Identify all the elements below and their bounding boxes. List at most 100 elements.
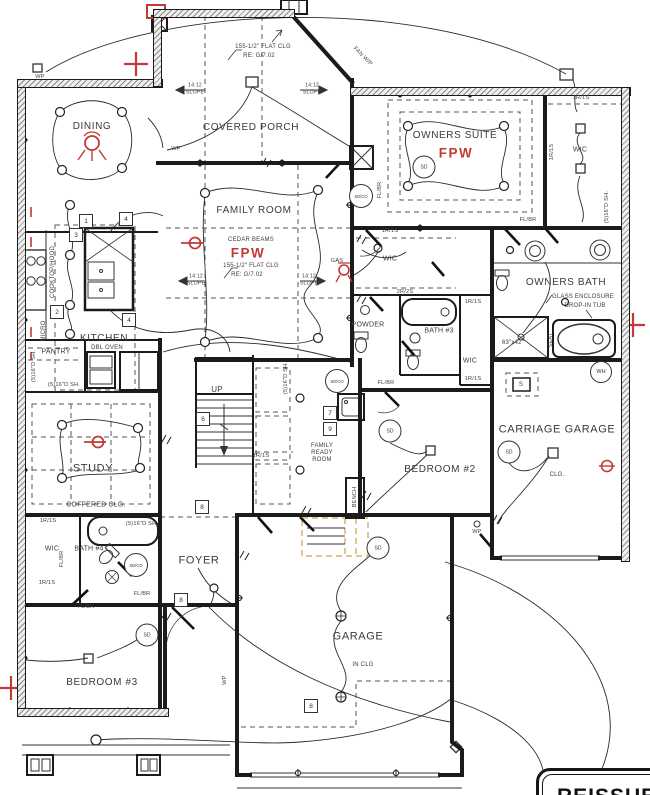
room-label-family-ready-3: ROOM bbox=[312, 457, 332, 463]
interior-walls bbox=[22, 0, 616, 776]
note-wp-1: WP bbox=[35, 74, 45, 81]
room-label-dining: DINING bbox=[72, 121, 112, 132]
note-fpw-owners: FPW bbox=[438, 145, 474, 161]
note-flbr-6: FL/BR bbox=[133, 591, 151, 598]
note-clg: CLG. bbox=[549, 472, 565, 478]
room-label-wic-bath3: WIC bbox=[462, 357, 478, 365]
note-rod-shelf-a: 1R/1S bbox=[572, 95, 590, 102]
note-slope-word-2: SLOPE bbox=[302, 89, 322, 96]
note-coffered-clg: COFFERED CLG. bbox=[66, 501, 126, 509]
room-label-wic-bath4: WIC bbox=[44, 545, 60, 553]
keynote-7: 7 bbox=[323, 406, 337, 420]
door-leaves bbox=[71, 162, 559, 630]
room-label-bedroom-3: BEDROOM #3 bbox=[66, 677, 138, 688]
note-flat-clg-family: 155-1/2" FLAT CLG bbox=[223, 263, 279, 269]
room-label-family-room: FAMILY ROOM bbox=[216, 205, 292, 216]
exterior-wall-left bbox=[17, 79, 26, 715]
exterior-wall-bedroom3-bottom bbox=[17, 708, 169, 717]
note-rod-shelf-h: 1R/1S bbox=[38, 580, 56, 587]
note-rod-shelf-2: 2R/2S bbox=[396, 289, 414, 296]
note-shelves-4: (5)16"D SH. bbox=[283, 361, 290, 395]
label-up: UP bbox=[211, 385, 223, 394]
note-in-clg: IN CLG bbox=[352, 662, 374, 668]
dashed-lines bbox=[28, 16, 624, 728]
note-flbr-2: FL/BR bbox=[519, 217, 537, 224]
note-gas: GAS bbox=[330, 258, 344, 265]
reissued-stamp-text: REISSUED bbox=[557, 785, 650, 795]
note-slope-ratio-1: 14:12 bbox=[188, 82, 202, 89]
note-wp-3: WP bbox=[472, 529, 482, 536]
tan-highlight bbox=[301, 517, 369, 557]
smoke-co-detector-hall2: SD/CO bbox=[124, 553, 148, 577]
note-glass-enclosure: GLASS ENCLOSURE bbox=[551, 294, 615, 300]
note-cooktop-hood: COOKTOP/HOOD bbox=[50, 246, 56, 298]
room-label-kitchen: KITCHEN bbox=[79, 333, 129, 344]
note-wp-4: WP bbox=[222, 675, 229, 685]
room-label-bedroom-2: BEDROOM #2 bbox=[404, 464, 476, 475]
smoke-co-detector-hall: SD/CO bbox=[349, 184, 373, 208]
room-label-powder: POWDER bbox=[351, 321, 385, 329]
can-lights bbox=[54, 106, 570, 746]
note-rod-shelf-b: 1R/1S bbox=[549, 143, 556, 161]
reissued-stamp: REISSUED bbox=[536, 768, 650, 795]
reissued-stamp-inner: REISSUED bbox=[542, 774, 650, 795]
smoke-detector-carriage-garage: SD bbox=[497, 440, 521, 464]
keynote-9: 9 bbox=[323, 422, 337, 436]
note-re-porch: RE: G/7.02 bbox=[243, 53, 275, 59]
exterior-wall-dining-top bbox=[17, 79, 163, 88]
exterior-wall-right bbox=[621, 87, 630, 562]
note-slope-ratio-2: 14:12 bbox=[305, 82, 319, 89]
exterior-wall-porch-top bbox=[153, 9, 295, 18]
note-flat-clg-porch: 155-1/2" FLAT CLG bbox=[235, 44, 291, 50]
room-label-wic-center: WIC bbox=[382, 255, 398, 263]
note-slope-ratio-4: 14:12 bbox=[302, 273, 316, 280]
smoke-detector-bedroom3: SD bbox=[135, 623, 159, 647]
note-rod-shelf-g: 1R/1S bbox=[39, 518, 57, 525]
keynote-8a: 8 bbox=[195, 500, 209, 514]
keynote-3: 3 bbox=[69, 228, 83, 242]
note-flbr-1: FL/BR bbox=[377, 181, 384, 199]
smoke-co-detector-frr: SD/CO bbox=[325, 369, 349, 393]
room-label-owners-suite: OWNERS SUITE bbox=[412, 130, 498, 141]
room-label-owners-bath: OWNERS BATH bbox=[525, 277, 607, 288]
keynote-8c: 8 bbox=[304, 699, 318, 713]
note-s-box: S bbox=[518, 382, 524, 388]
keynote-1: 1 bbox=[79, 214, 93, 228]
note-re-family: RE: G/7.02 bbox=[231, 272, 263, 278]
note-slope-word-1: SLOPE bbox=[185, 89, 205, 96]
note-bench: BENCH bbox=[352, 486, 359, 508]
note-flbr-5: FL/BR bbox=[77, 604, 95, 611]
note-slope-word-3: SLOPE bbox=[186, 280, 206, 287]
note-micro: MICRO bbox=[41, 320, 47, 342]
note-rod-shelf-c: 1R/1S bbox=[381, 228, 399, 235]
note-seat: SEAT bbox=[548, 332, 555, 348]
note-shelves-5: (5)16"D SH. bbox=[604, 190, 611, 224]
thin-lines bbox=[22, 230, 627, 789]
keynote-6: 6 bbox=[196, 412, 210, 426]
room-label-family-ready-2: READY bbox=[311, 450, 333, 456]
room-label-foyer: FOYER bbox=[178, 554, 220, 567]
exterior-wall-porch-left bbox=[153, 9, 162, 87]
note-cedar-beams: CEDAR BEAMS bbox=[228, 237, 274, 243]
note-shelves-3: (5)16"D SH. bbox=[125, 521, 159, 528]
room-label-garage: GARAGE bbox=[332, 630, 384, 643]
room-label-covered-porch: COVERED PORCH bbox=[202, 122, 300, 133]
keynote-4a: 4 bbox=[119, 212, 133, 226]
note-rod-shelf-f: 1R/1S bbox=[252, 453, 270, 460]
exterior-wall-top-right bbox=[350, 87, 631, 96]
note-dbl-oven: DBL OVEN bbox=[91, 345, 123, 351]
water-heater-symbol: WH bbox=[590, 361, 612, 383]
garage-light-crosses bbox=[336, 611, 346, 702]
keynote-4b: 4 bbox=[122, 313, 136, 327]
main-walls bbox=[20, 11, 629, 777]
note-wp-2: WP bbox=[171, 146, 181, 153]
smoke-detector-garage: SD bbox=[366, 536, 390, 560]
note-drop-in-tub: DROP-IN TUB bbox=[564, 303, 606, 309]
slope-arrows bbox=[174, 85, 329, 286]
room-label-family-ready-1: FAMILY bbox=[310, 443, 334, 449]
note-slope-word-4: SLOPE bbox=[299, 280, 319, 287]
stair-arrow bbox=[220, 446, 228, 456]
room-label-pantry: PANTRY bbox=[41, 348, 71, 356]
note-tub-size: 63"x42" bbox=[501, 340, 525, 346]
